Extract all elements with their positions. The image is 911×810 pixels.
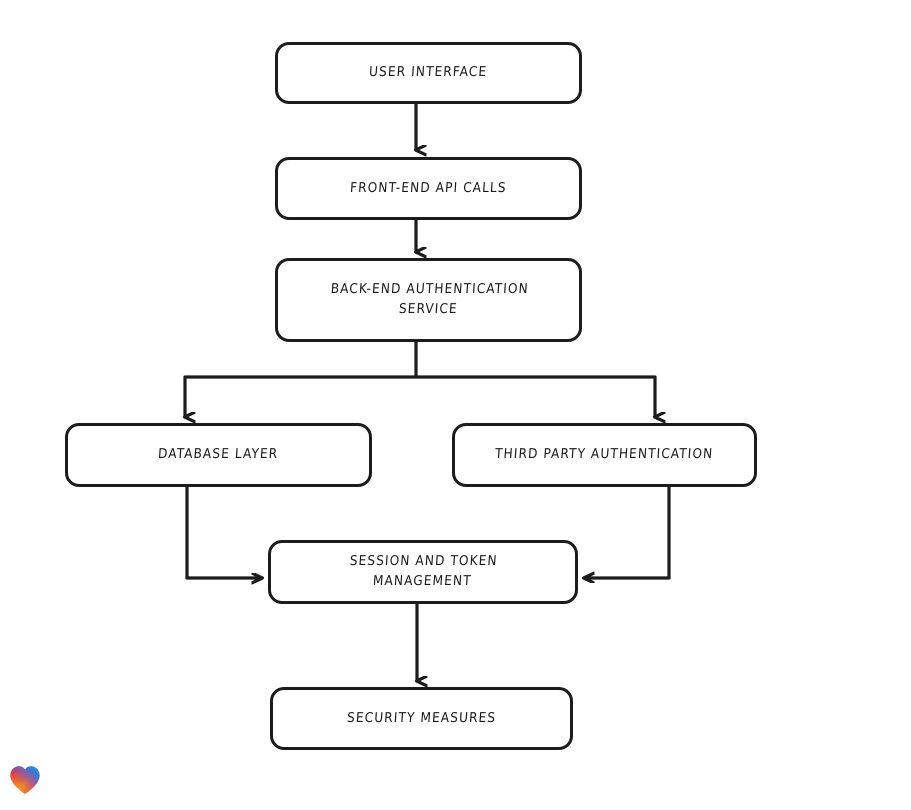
node-label: Database Layer xyxy=(157,446,280,463)
node-session-and-token-management[interactable]: Session and Token Management xyxy=(268,540,578,604)
edge-thirdparty-to-session xyxy=(584,487,671,578)
node-database-layer[interactable]: Database Layer xyxy=(65,423,372,487)
node-user-interface[interactable]: User Interface xyxy=(275,42,582,104)
edge-backend-branch xyxy=(185,340,655,417)
node-security-measures[interactable]: Security Measures xyxy=(270,687,573,750)
node-back-end-authentication-service[interactable]: Back-End Authentication Service xyxy=(275,258,582,342)
heart-icon-wrapper xyxy=(8,763,42,797)
edge-database-to-session xyxy=(185,487,262,578)
heart-icon xyxy=(10,766,40,795)
node-third-party-authentication[interactable]: Third Party Authentication xyxy=(452,423,757,487)
node-label: Front-End API Calls xyxy=(349,179,508,196)
node-front-end-api-calls[interactable]: Front-End API Calls xyxy=(275,157,582,220)
node-label: Session and Token Management xyxy=(349,553,499,589)
node-label: Third Party Authentication xyxy=(494,446,715,463)
node-label: User Interface xyxy=(368,64,489,81)
node-label: Back-End Authentication Service xyxy=(329,281,529,317)
node-label: Security Measures xyxy=(346,709,497,726)
